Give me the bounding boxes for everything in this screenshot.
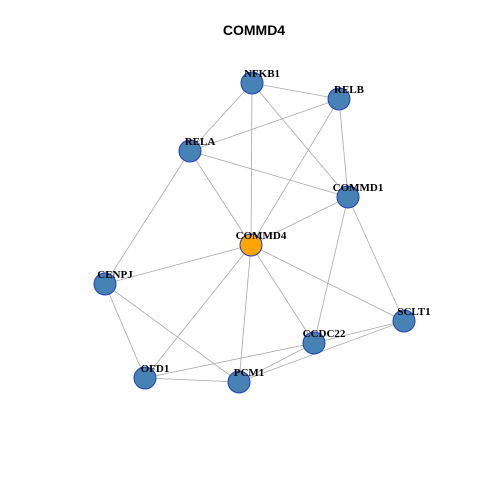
node-label-cenpj: CENPJ [97,269,133,281]
edge-nfkb1-relb [251,82,340,100]
node-label-commd1: COMMD1 [333,182,384,194]
nodes-layer [93,71,416,394]
edge-commd1-sclt1 [347,196,405,322]
edge-relb-commd1 [338,98,349,198]
edge-nfkb1-rela [189,82,253,152]
edge-commd4-cenpj [104,244,252,285]
edge-commd4-sclt1 [250,244,405,322]
node-label-nfkb1: NFKB1 [244,68,280,80]
edge-commd4-pcm1 [238,244,252,383]
node-pcm1[interactable] [227,370,251,394]
edge-ofd1-pcm1 [144,377,240,383]
edge-relb-rela [189,98,340,152]
edge-nfkb1-commd1 [251,82,349,198]
node-relb[interactable] [327,87,351,111]
edge-rela-cenpj [104,150,191,285]
node-ofd1[interactable] [133,366,157,390]
node-label-relb: RELB [334,84,365,96]
edge-commd4-ofd1 [144,244,252,379]
node-nfkb1[interactable] [240,71,264,95]
node-commd4[interactable] [239,233,263,257]
node-rela[interactable] [178,139,202,163]
edge-cenpj-pcm1 [104,283,240,383]
diagram-title: COMMD4 [223,22,285,38]
edge-commd4-ccdc22 [250,244,315,344]
node-cenpj[interactable] [93,272,117,296]
node-label-ofd1: OFD1 [141,363,170,375]
node-label-sclt1: SCLT1 [397,306,430,318]
node-label-rela: RELA [185,136,216,148]
edge-rela-commd1 [189,150,349,198]
node-label-commd4: COMMD4 [236,230,287,242]
edge-rela-commd4 [189,150,252,246]
edge-nfkb1-commd4 [250,82,253,246]
node-label-ccdc22: CCDC22 [303,328,346,340]
edge-commd1-commd4 [250,196,349,246]
edges-layer [104,82,405,383]
node-ccdc22[interactable] [302,331,326,355]
node-commd1[interactable] [336,185,360,209]
edge-sclt1-ccdc22 [313,320,405,344]
edge-ccdc22-ofd1 [144,342,315,379]
edge-commd1-ccdc22 [313,196,349,344]
node-sclt1[interactable] [392,309,416,333]
node-label-pcm1: PCM1 [234,367,265,379]
edge-ccdc22-pcm1 [238,342,315,383]
edge-cenpj-ofd1 [104,283,146,379]
edge-relb-commd4 [250,98,340,246]
